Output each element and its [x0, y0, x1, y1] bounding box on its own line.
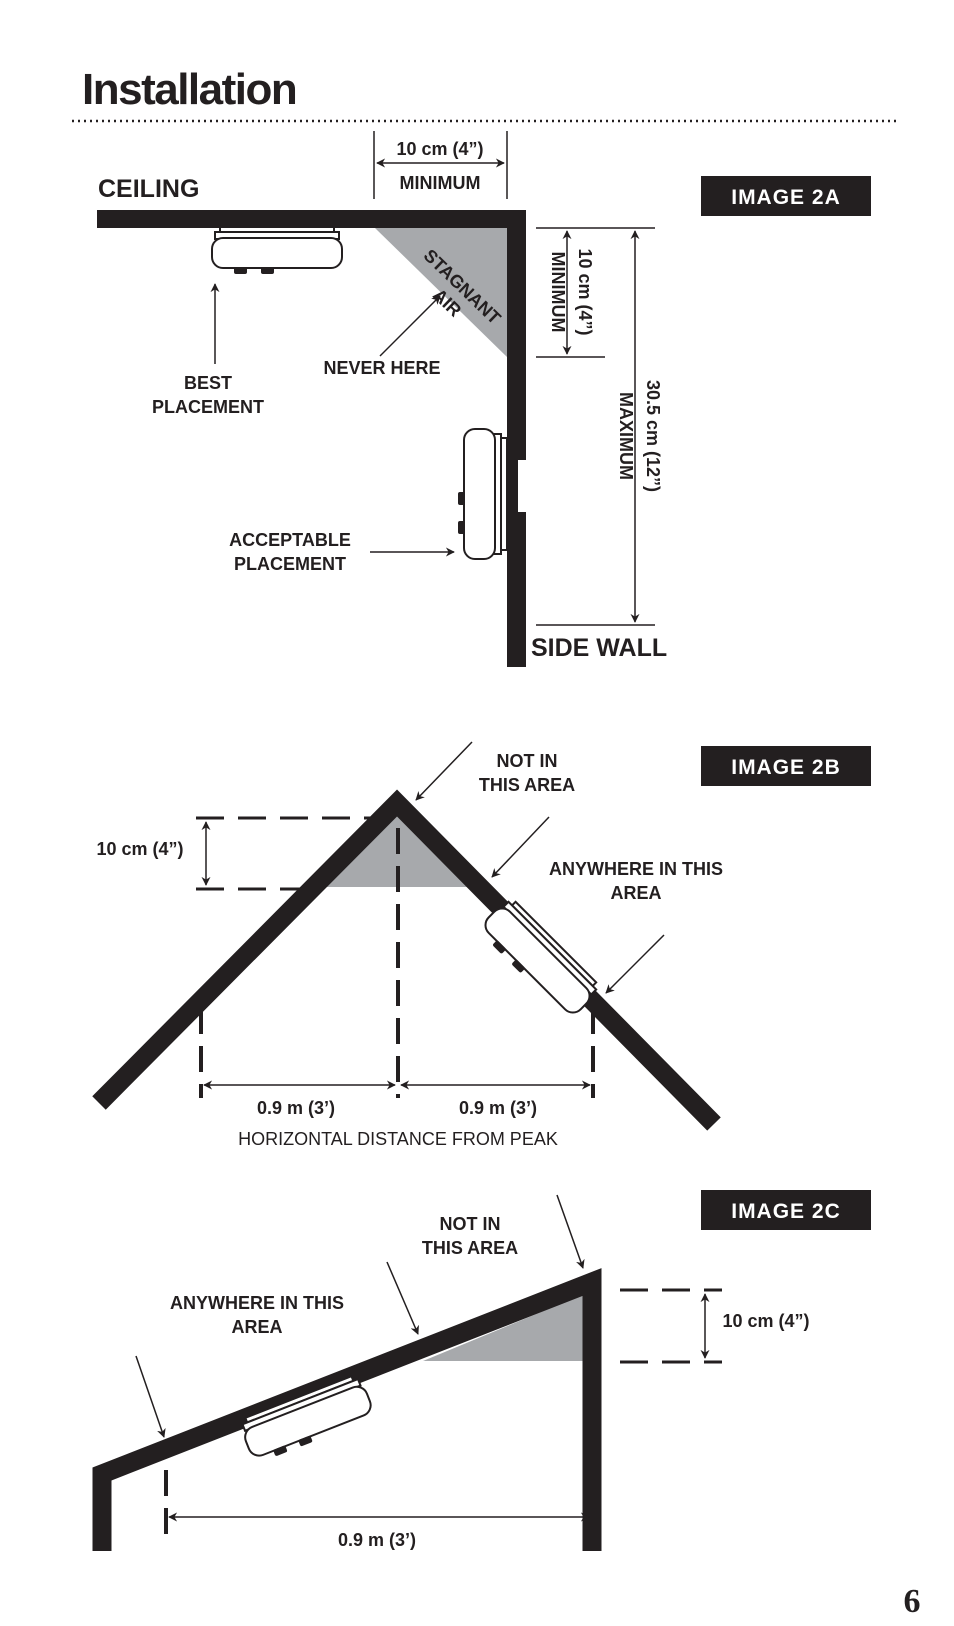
best-placement-label-2: PLACEMENT [152, 397, 264, 417]
wall-max-label: MAXIMUM [616, 392, 636, 480]
page-title: Installation [82, 65, 296, 114]
image-2a: IMAGE 2A CEILING STAGNANT AIR 10 cm (4”)… [97, 131, 871, 667]
ceiling-detector [211, 226, 343, 274]
page-number: 6 [904, 1583, 921, 1620]
wall-min-value: 10 cm (4”) [575, 248, 595, 335]
never-here-label: NEVER HERE [323, 358, 440, 378]
wall-max-value: 30.5 cm (12”) [643, 380, 663, 492]
horizontal-distance-caption: HORIZONTAL DISTANCE FROM PEAK [238, 1129, 558, 1149]
side-wall-label: SIDE WALL [531, 634, 667, 662]
wall-gap [518, 460, 526, 512]
sloped-ceiling-detector [241, 1374, 372, 1457]
ceiling-label: CEILING [98, 175, 199, 203]
image-2a-badge-text: IMAGE 2A [731, 186, 841, 209]
anywhere-area-label-1: ANYWHERE IN THIS [549, 859, 723, 879]
not-in-area-pointer [415, 741, 473, 801]
wall-detector [458, 428, 508, 560]
side-wall [507, 210, 526, 667]
image-2a-badge [701, 176, 871, 216]
slope-not-in-area-pointer [556, 1194, 585, 1269]
top-min-value: 10 cm (4”) [396, 139, 483, 159]
image-2c-badge [701, 1190, 871, 1230]
acceptable-placement-label-2: PLACEMENT [234, 554, 346, 574]
anywhere-area-label-2: AREA [610, 883, 661, 903]
peaked-roof-detector [484, 900, 598, 1014]
stagnant-air-zone [375, 228, 507, 357]
image-2c: IMAGE 2C 10 cm (4”) 0.9 m (3’) NOT IN TH… [92, 1190, 871, 1551]
right-distance-label: 0.9 m (3’) [459, 1098, 537, 1118]
not-in-area-label-2: THIS AREA [479, 775, 575, 795]
slope-depth-label: 10 cm (4”) [722, 1311, 809, 1331]
never-here-pointer [379, 295, 441, 357]
wall-min-label: MINIMUM [548, 252, 568, 333]
not-in-area-label-1: NOT IN [497, 751, 558, 771]
top-min-label: MINIMUM [400, 173, 481, 193]
slope-anywhere-label-2: AREA [231, 1317, 282, 1337]
acceptable-placement-label-1: ACCEPTABLE [229, 530, 351, 550]
peaked-roof [92, 789, 721, 1131]
best-placement-label-1: BEST [184, 373, 232, 393]
image-2b-badge [701, 746, 871, 786]
ceiling-beam [97, 210, 526, 228]
anywhere-pointer-lower [605, 934, 665, 994]
image-2b: IMAGE 2B 10 cm (4”) 0.9 m (3’) 0.9 m (3’… [92, 741, 871, 1149]
image-2c-badge-text: IMAGE 2C [731, 1200, 841, 1223]
left-distance-label: 0.9 m (3’) [257, 1098, 335, 1118]
anywhere-pointer-upper [491, 816, 550, 878]
slope-anywhere-pointer-right [386, 1261, 419, 1335]
slope-distance-label: 0.9 m (3’) [338, 1530, 416, 1550]
peak-depth-label: 10 cm (4”) [96, 839, 183, 859]
slope-not-in-area-label-2: THIS AREA [422, 1238, 518, 1258]
slope-not-in-area-label-1: NOT IN [440, 1214, 501, 1234]
image-2b-badge-text: IMAGE 2B [731, 756, 841, 779]
slope-anywhere-pointer-left [135, 1355, 166, 1438]
slope-anywhere-label-1: ANYWHERE IN THIS [170, 1293, 344, 1313]
